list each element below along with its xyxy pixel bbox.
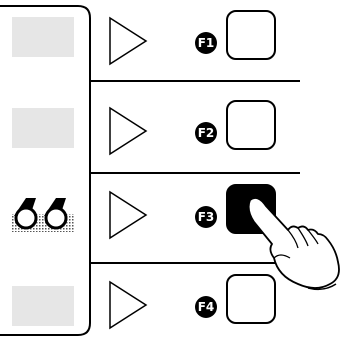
f-key-badge: F4 (195, 296, 217, 318)
pointing-hand-icon (247, 197, 340, 291)
row-f4: F4 (90, 262, 300, 348)
f-key-badge: F2 (195, 122, 217, 144)
binoculars-icon (12, 192, 74, 232)
thumbnail-1 (12, 17, 74, 57)
f-key-badge: F3 (195, 206, 217, 228)
row-f1: F1 (90, 0, 300, 84)
thumbnail-4 (12, 286, 74, 326)
function-button-f1[interactable] (226, 10, 276, 60)
f-key-badge: F1 (195, 32, 217, 54)
row-divider (90, 80, 300, 82)
row-divider (90, 262, 300, 264)
thumbnail-2 (12, 108, 74, 148)
play-triangle-icon[interactable] (108, 280, 148, 330)
play-triangle-icon[interactable] (108, 190, 148, 240)
play-triangle-icon[interactable] (108, 106, 148, 156)
panel-outline (0, 5, 91, 336)
play-triangle-icon[interactable] (108, 16, 148, 66)
function-button-f2[interactable] (226, 100, 276, 150)
function-button-f4[interactable] (226, 274, 276, 324)
row-divider (90, 172, 300, 174)
row-f2: F2 (90, 88, 300, 174)
